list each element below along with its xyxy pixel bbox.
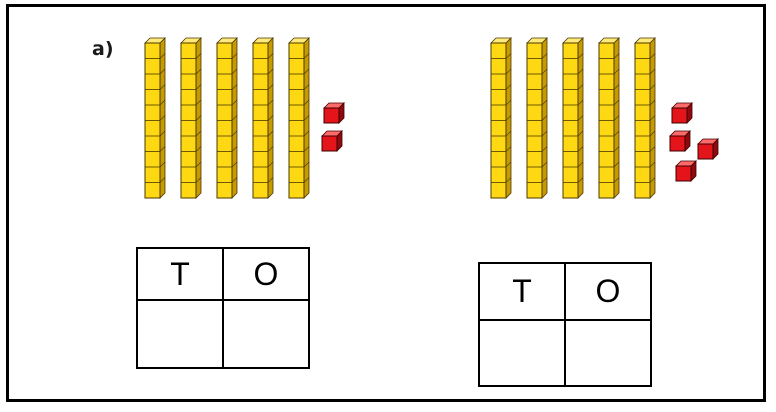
- one-cube: [324, 103, 344, 123]
- tens-answer-cell[interactable]: [137, 300, 223, 368]
- tens-header: T: [479, 263, 565, 320]
- tens-answer-cell[interactable]: [479, 320, 565, 386]
- ten-rod: [217, 38, 237, 198]
- ten-rod: [599, 38, 619, 198]
- ones-header: O: [223, 248, 309, 300]
- ten-rod: [635, 38, 655, 198]
- place-value-table-1: T O: [136, 247, 310, 369]
- one-cube: [676, 161, 696, 181]
- ten-rod: [527, 38, 547, 198]
- ones-header: O: [565, 263, 651, 320]
- ten-rod: [289, 38, 309, 198]
- one-cube: [698, 139, 718, 159]
- ones-answer-cell[interactable]: [565, 320, 651, 386]
- ten-rod: [563, 38, 583, 198]
- tens-header: T: [137, 248, 223, 300]
- ones-answer-cell[interactable]: [223, 300, 309, 368]
- one-cube: [322, 131, 342, 151]
- ten-rod: [253, 38, 273, 198]
- ten-rod: [491, 38, 511, 198]
- ten-rod: [181, 38, 201, 198]
- one-cube: [670, 131, 690, 151]
- place-value-table-2: T O: [478, 262, 652, 387]
- one-cube: [672, 103, 692, 123]
- ten-rod: [145, 38, 165, 198]
